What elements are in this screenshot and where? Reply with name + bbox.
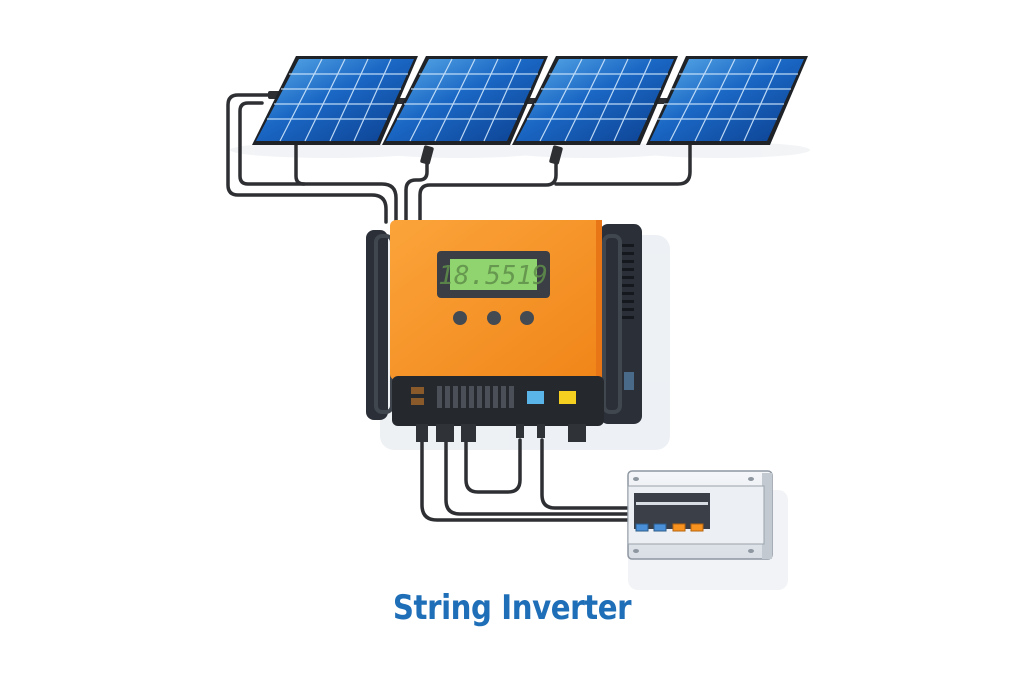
- breakers: [635, 523, 704, 532]
- breaker-4[interactable]: [690, 523, 704, 532]
- solar-panel-array: [252, 56, 808, 145]
- ac-cables: [420, 438, 636, 522]
- control-buttons: [453, 311, 534, 325]
- blue-indicator: [527, 391, 544, 404]
- solar-panel-4: [646, 56, 808, 145]
- solar-panel-2: [382, 56, 548, 145]
- distribution-box: [627, 470, 773, 560]
- breaker-2[interactable]: [653, 523, 667, 532]
- brown-terminal-bottom: [411, 398, 424, 405]
- dc-cables: [226, 93, 692, 224]
- inverter: 18.5519: [366, 220, 642, 442]
- cable-glands: [416, 424, 586, 442]
- side-indicator-icon: [624, 372, 634, 390]
- solar-panel-1: [252, 56, 418, 145]
- solar-panel-3: [512, 56, 678, 145]
- control-button-2[interactable]: [487, 311, 501, 325]
- vent-slots: [622, 244, 634, 319]
- yellow-indicator: [559, 391, 576, 404]
- brown-terminal-top: [411, 387, 424, 394]
- lcd-display: 18.5519: [437, 251, 550, 298]
- breaker-1[interactable]: [635, 523, 649, 532]
- vent-grill: [437, 386, 514, 408]
- control-button-3[interactable]: [520, 311, 534, 325]
- breaker-3[interactable]: [672, 523, 686, 532]
- control-button-1[interactable]: [453, 311, 467, 325]
- lcd-value: 18.5519: [438, 261, 548, 291]
- diagram-title: String Inverter: [392, 588, 632, 628]
